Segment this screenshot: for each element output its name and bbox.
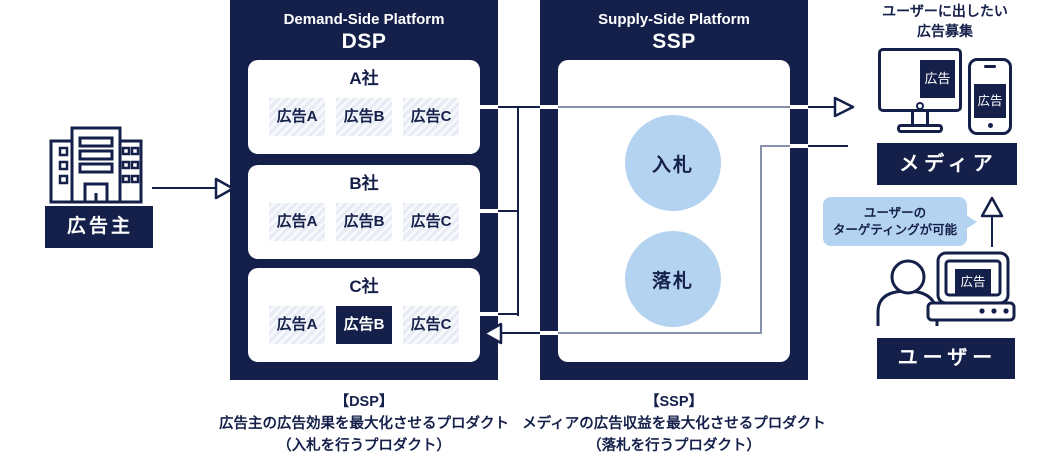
connector-c-over-dsp-frame — [479, 312, 498, 316]
arrow-right-icon — [833, 96, 855, 118]
dsp-subtitle: Demand-Side Platform — [283, 11, 445, 28]
ad-chip: 広告B — [336, 203, 392, 241]
arrow-up-icon — [980, 196, 1004, 218]
callout-tail — [966, 215, 977, 229]
monitor-power-icon — [916, 102, 924, 110]
arrow-right-icon — [214, 177, 235, 200]
ad-chip: 広告B — [336, 98, 392, 136]
connector-collector-vertical — [517, 106, 519, 316]
caption-line: （入札を行うプロダクト） — [277, 438, 451, 454]
company-title: B社 — [349, 174, 379, 193]
dsp-caption: 【DSP】 広告主の広告効果を最大化させるプロダクト （入札を行うプロダクト） — [194, 391, 534, 455]
targeting-callout: ユーザーの ターゲティングが可能 — [823, 197, 967, 246]
building-icon — [49, 126, 143, 204]
connector-a-over-dsp-frame — [479, 105, 498, 109]
phone-speaker — [984, 65, 996, 68]
win-circle: 落札 — [625, 231, 721, 327]
caption-line: 広告主の広告効果を最大化させるプロダクト — [219, 416, 509, 432]
company-title: A社 — [349, 69, 379, 88]
user-screen-ad-label: 広告 — [955, 269, 991, 295]
ad-chip-selected: 広告B — [336, 306, 392, 344]
phone-ad-label: 広告 — [974, 84, 1006, 118]
company-card-b: B社 広告A 広告B 広告C — [248, 165, 480, 259]
return-vertical — [760, 145, 762, 334]
monitor-base — [897, 124, 943, 133]
connector-a-to-media — [808, 106, 836, 108]
company-card-c: C社 広告A 広告B 広告C — [248, 268, 480, 362]
ad-chip: 広告C — [403, 98, 459, 136]
connector-b-over-dsp-frame — [479, 209, 498, 213]
callout-line: ターゲティングが可能 — [832, 223, 958, 237]
connector-a-over-ssp-frame-right — [790, 105, 808, 109]
ssp-title: SSP — [652, 30, 696, 53]
ssp-caption: 【SSP】 メディアの広告収益を最大化させるプロダクト （落札を行うプロダクト） — [504, 391, 844, 455]
connector-c-gap — [498, 313, 519, 315]
advertiser-label: 広告主 — [45, 206, 153, 248]
return-to-dsp — [500, 332, 540, 334]
company-card-a: A社 広告A 広告B 広告C — [248, 60, 480, 154]
connector-a-over-ssp-frame-left — [540, 105, 558, 109]
arrow-left-icon — [482, 322, 503, 345]
ad-chip-row: 広告A 広告B 広告C — [248, 98, 480, 136]
ssp-panel: Supply-Side Platform SSP 入札 落札 — [540, 0, 808, 380]
callout-line: ユーザーの — [863, 206, 927, 220]
caption-line: メディアの広告収益を最大化させるプロダクト — [522, 416, 826, 432]
monitor-ad-label: 広告 — [920, 60, 955, 98]
ad-chip: 広告A — [269, 203, 325, 241]
media-heading-line: ユーザーに出したい — [882, 3, 1008, 19]
dsp-title: DSP — [341, 30, 387, 53]
media-heading: ユーザーに出したい 広告募集 — [845, 1, 1045, 41]
ad-chip: 広告C — [403, 203, 459, 241]
caption-line: 【SSP】 — [644, 394, 703, 410]
connector-a-through-ssp — [558, 106, 790, 108]
ad-chip-row: 広告A 広告B 広告C — [248, 306, 480, 344]
company-title: C社 — [349, 277, 379, 296]
media-heading-line: 広告募集 — [917, 23, 973, 39]
ad-chip-row: 広告A 広告B 広告C — [248, 203, 480, 241]
bid-circle: 入札 — [625, 115, 721, 211]
caption-line: 【DSP】 — [334, 394, 394, 410]
return-over-ssp-frame-right — [790, 144, 808, 148]
ad-chip: 広告C — [403, 306, 459, 344]
ssp-inner-box: 入札 落札 — [558, 60, 790, 362]
return-from-media — [808, 145, 848, 147]
monitor-stand — [911, 112, 929, 124]
media-label: メディア — [877, 143, 1017, 185]
return-over-ssp-frame-left — [540, 331, 558, 335]
ad-chip: 広告A — [269, 306, 325, 344]
phone-home-button — [988, 123, 993, 128]
ssp-subtitle: Supply-Side Platform — [598, 11, 750, 28]
person-at-computer-icon — [876, 251, 1016, 326]
dsp-panel: Demand-Side Platform DSP A社 広告A 広告B 広告C … — [230, 0, 498, 380]
connector-b-gap — [498, 210, 519, 212]
user-label: ユーザー — [877, 338, 1015, 379]
return-through-ssp — [558, 332, 762, 334]
caption-line: （落札を行うプロダクト） — [587, 438, 761, 454]
advertiser-to-dsp-line — [152, 187, 216, 189]
user-to-media-line — [991, 216, 993, 247]
connector-a-gap — [498, 106, 540, 108]
ad-chip: 広告A — [269, 98, 325, 136]
return-into-ssp — [760, 145, 790, 147]
